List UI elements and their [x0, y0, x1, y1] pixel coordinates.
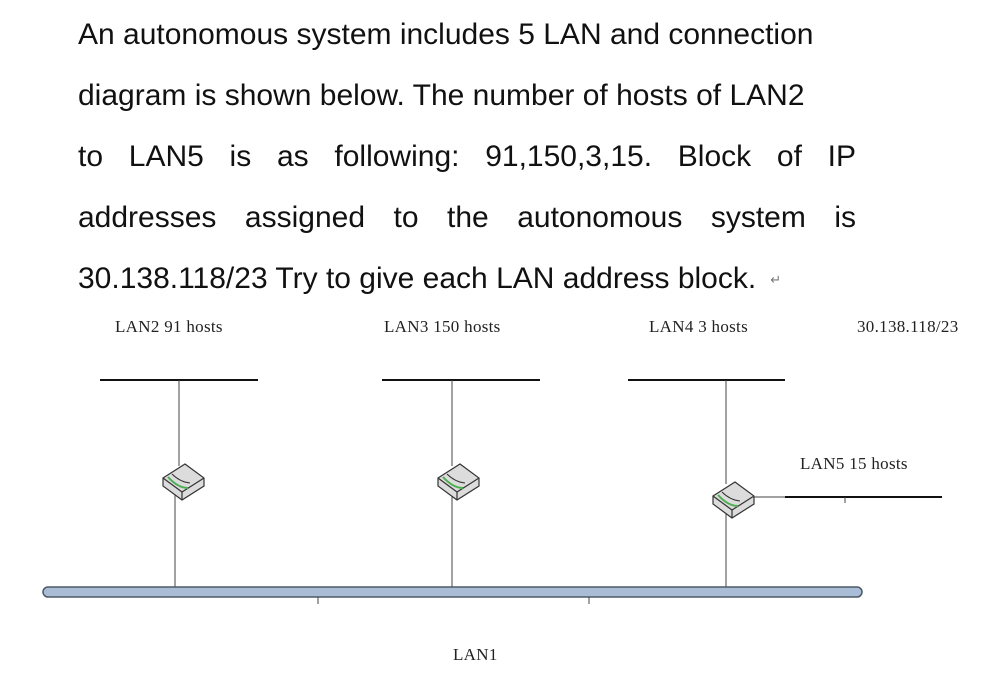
- lan4-label: LAN4 3 hosts: [649, 317, 748, 336]
- lan5-label: LAN5 15 hosts: [800, 454, 908, 473]
- question-text: An autonomous system includes 5 LAN and …: [78, 10, 856, 315]
- lan2-label: LAN2 91 hosts: [115, 317, 223, 336]
- lan1-label: LAN1: [453, 645, 498, 664]
- router-icon-lan3: [437, 463, 480, 501]
- router-icon-lan4: [712, 481, 755, 519]
- router-icon-lan2: [162, 463, 205, 501]
- question-line-4: addresses assigned to the autonomous sys…: [78, 201, 856, 234]
- paragraph-return-icon: ↵: [770, 272, 782, 288]
- lan1-backbone: [42, 586, 863, 598]
- address-block-label: 30.138.118/23: [857, 317, 959, 336]
- question-line-3: to LAN5 is as following: 91,150,3,15. Bl…: [78, 140, 856, 173]
- question-line-2: diagram is shown below. The number of ho…: [78, 79, 805, 112]
- question-line-5-text: 30.138.118/23 Try to give each LAN addre…: [78, 262, 757, 295]
- lan3-label: LAN3 150 hosts: [384, 317, 501, 336]
- question-line-1: An autonomous system includes 5 LAN and …: [78, 18, 814, 51]
- question-line-5: 30.138.118/23 Try to give each LAN addre…: [78, 254, 856, 315]
